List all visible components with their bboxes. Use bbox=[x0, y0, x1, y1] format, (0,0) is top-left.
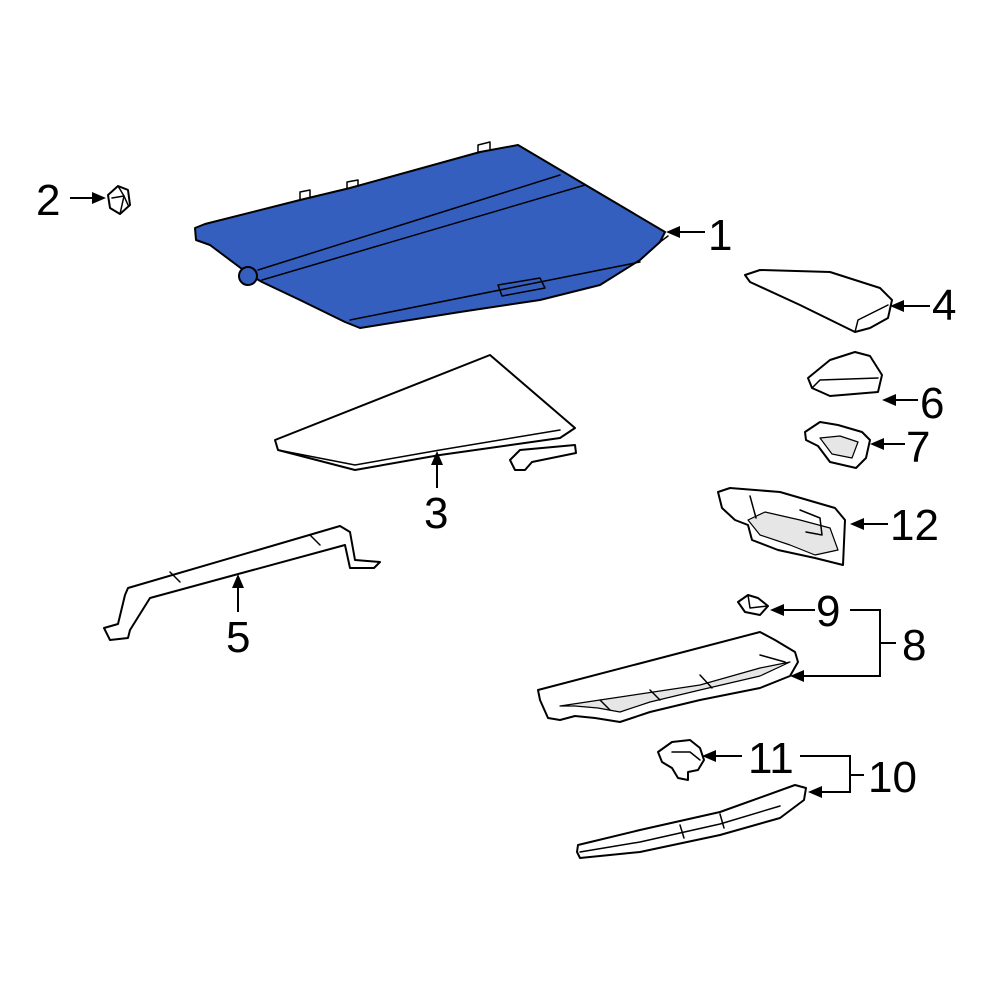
callout-3: 3 bbox=[424, 489, 448, 538]
part-1-cargo-cover[interactable] bbox=[194, 141, 669, 329]
part-2-clip[interactable] bbox=[107, 185, 131, 215]
callout-6: 6 bbox=[920, 379, 944, 428]
part-8-sill-plate[interactable] bbox=[537, 631, 799, 723]
part-10-scuff-plate[interactable] bbox=[576, 784, 807, 859]
part-7-holder[interactable] bbox=[804, 421, 871, 469]
callout-12: 12 bbox=[890, 501, 939, 550]
callout-11: 11 bbox=[748, 734, 794, 783]
callout-leaders bbox=[70, 192, 930, 798]
part-5-support-bracket[interactable] bbox=[103, 525, 381, 641]
callout-8: 8 bbox=[902, 621, 926, 670]
callout-5: 5 bbox=[226, 613, 250, 662]
part-6-trim-piece[interactable] bbox=[807, 351, 883, 397]
part-4-side-cover[interactable] bbox=[744, 269, 893, 333]
callout-9: 9 bbox=[816, 587, 840, 636]
callout-4: 4 bbox=[932, 281, 956, 330]
callout-10: 10 bbox=[868, 753, 917, 802]
part-12-side-trim-panel[interactable] bbox=[717, 487, 846, 566]
callout-numbers: 1 2 3 4 5 6 7 8 9 10 11 12 bbox=[36, 176, 956, 802]
callout-7: 7 bbox=[906, 423, 930, 472]
callout-1: 1 bbox=[708, 211, 732, 260]
callout-2: 2 bbox=[36, 176, 60, 225]
part-11-retainer[interactable] bbox=[657, 739, 705, 781]
part-3-floor-panel[interactable] bbox=[274, 354, 577, 471]
part-9-fastener[interactable] bbox=[737, 594, 769, 616]
